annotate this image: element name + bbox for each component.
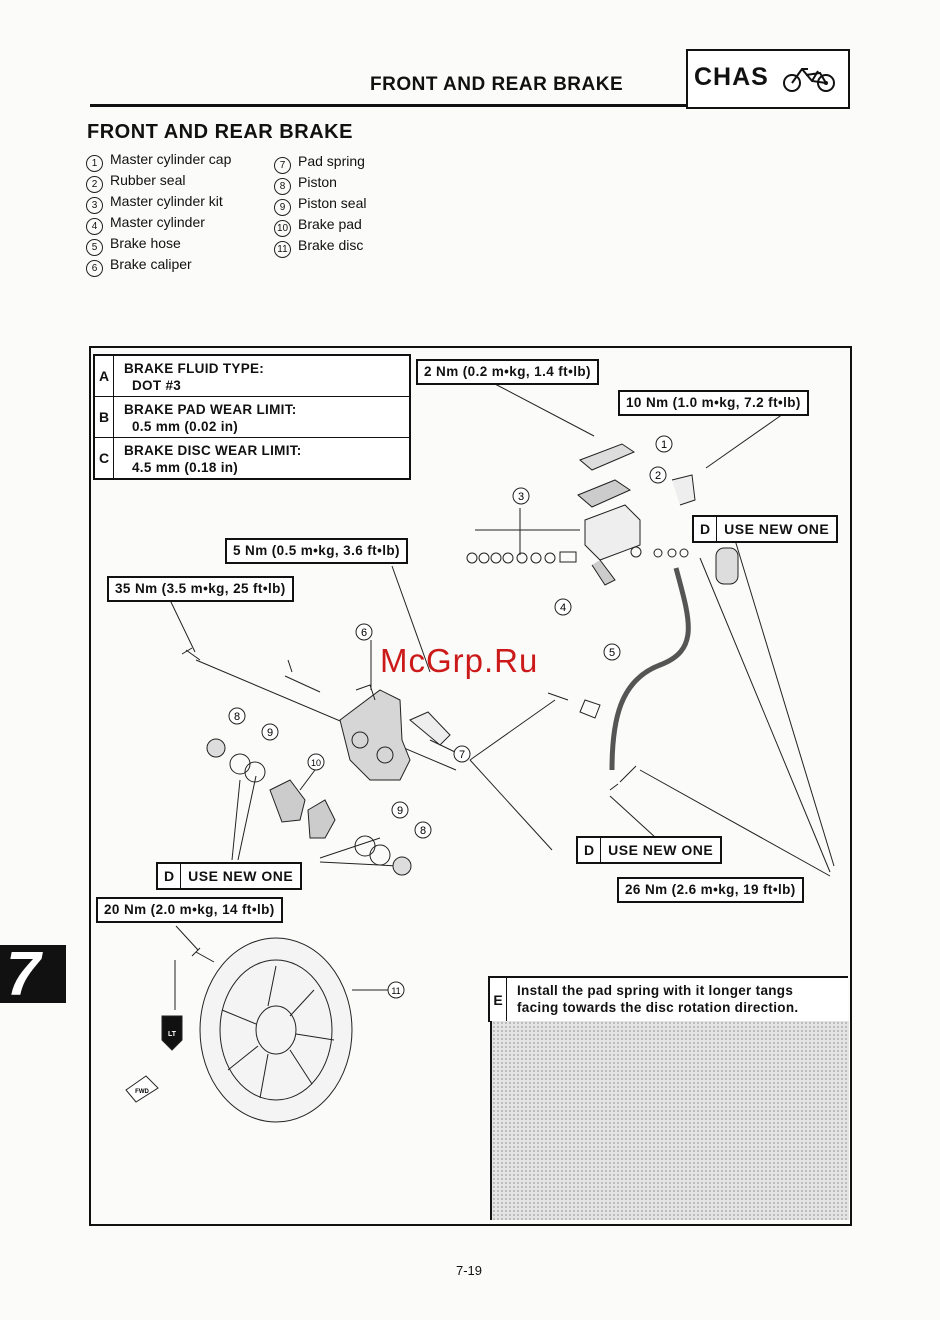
torque-26nm: 26 Nm (2.6 m•kg, 19 ft•lb) [617, 877, 804, 903]
spec-row: A BRAKE FLUID TYPE:DOT #3 [95, 356, 409, 397]
torque-10nm: 10 Nm (1.0 m•kg, 7.2 ft•lb) [618, 390, 809, 416]
page-number: 7-19 [456, 1263, 483, 1278]
torque-5nm: 5 Nm (0.5 m•kg, 3.6 ft•lb) [225, 538, 408, 564]
chas-badge: CHAS [686, 49, 850, 109]
spec-row: B BRAKE PAD WEAR LIMIT:0.5 mm (0.02 in) [95, 397, 409, 438]
chas-badge-label: CHAS [694, 63, 769, 91]
exploded-diagram-frame [89, 346, 852, 1226]
page-title: FRONT AND REAR BRAKE [87, 121, 353, 143]
spec-table: A BRAKE FLUID TYPE:DOT #3 B BRAKE PAD WE… [93, 354, 411, 480]
callout-9b: 9 [397, 805, 403, 817]
callout-11: 11 [391, 986, 400, 996]
header-rule [90, 104, 845, 107]
callout-6: 6 [361, 627, 367, 639]
chapter-tab: 7 [0, 940, 66, 1009]
callout-1: 1 [661, 439, 667, 451]
callout-5: 5 [609, 647, 615, 659]
pad-spring-note: E Install the pad spring with it longer … [488, 976, 848, 1022]
fwd-icon: FWD [135, 1089, 149, 1095]
callout-4: 4 [560, 602, 566, 614]
callout-10: 10 [311, 758, 321, 768]
pad-spring-photo [490, 1021, 849, 1220]
callout-8b: 8 [420, 825, 426, 837]
torque-20nm: 20 Nm (2.0 m•kg, 14 ft•lb) [96, 897, 283, 923]
callout-2: 2 [655, 470, 661, 482]
callout-8: 8 [234, 711, 240, 723]
torque-35nm: 35 Nm (3.5 m•kg, 25 ft•lb) [107, 576, 294, 602]
watermark: McGrp.Ru [380, 642, 539, 679]
callout-7: 7 [459, 749, 465, 761]
callout-3: 3 [518, 491, 524, 503]
section-title: FRONT AND REAR BRAKE [370, 74, 624, 95]
torque-2nm: 2 Nm (0.2 m•kg, 1.4 ft•lb) [416, 359, 599, 385]
lt-icon: LT [168, 1031, 177, 1038]
spec-row: C BRAKE DISC WEAR LIMIT:4.5 mm (0.18 in) [95, 438, 409, 478]
callout-9: 9 [267, 727, 273, 739]
motorcycle-icon [783, 68, 835, 92]
